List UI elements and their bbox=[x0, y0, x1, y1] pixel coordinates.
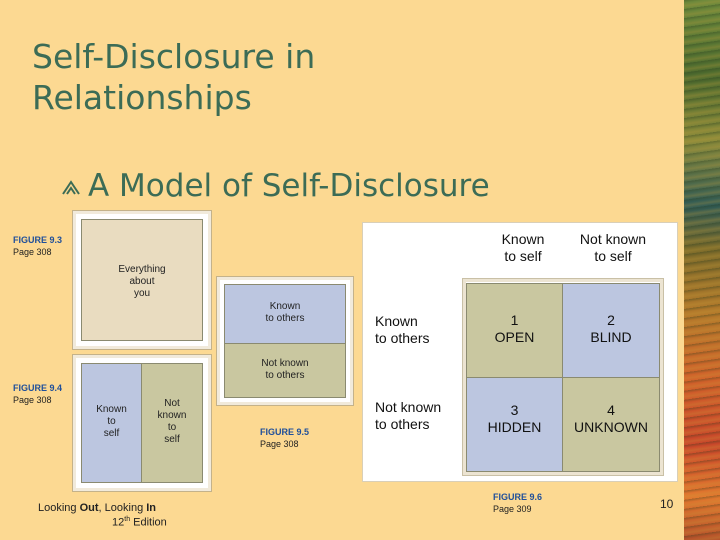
footer-edition: 12th Edition bbox=[112, 516, 167, 529]
f95-bottom-line-1: Not known bbox=[261, 358, 309, 369]
quadrant-1-name: OPEN bbox=[494, 329, 535, 345]
quadrant-unknown-text: 4 UNKNOWN bbox=[563, 402, 659, 436]
col-header-1-line-1: Known bbox=[501, 231, 545, 247]
edition-word: Edition bbox=[130, 516, 167, 529]
footer-in: In bbox=[146, 502, 157, 514]
row-header-1-line-2: to others bbox=[375, 330, 430, 346]
quadrant-2-number: 2 bbox=[607, 312, 615, 328]
col-header-known-to-self: Known to self bbox=[473, 231, 573, 265]
footer-book-title: Looking Out, Looking In bbox=[38, 502, 156, 515]
footer-middle: , Looking bbox=[98, 502, 147, 514]
f94-right-line-3: to bbox=[167, 422, 177, 433]
f95-top-line-2: to others bbox=[265, 313, 305, 324]
figure-9-4-page: Page 308 bbox=[13, 395, 52, 405]
row-header-1-line-1: Known bbox=[375, 313, 418, 329]
known-to-self-text: Known to self bbox=[82, 404, 141, 440]
f94-right-line-4: self bbox=[164, 434, 180, 445]
bullet-point: A Model of Self-Disclosure bbox=[62, 168, 490, 204]
f94-left-line-2: to bbox=[107, 416, 116, 427]
footer-out: Out bbox=[79, 502, 99, 514]
quadrant-4-number: 4 bbox=[607, 402, 615, 418]
slide-title: Self-Disclosure in Relationships bbox=[32, 37, 316, 117]
quadrant-3-name: HIDDEN bbox=[487, 419, 542, 435]
figure-9-5-title: FIGURE 9.5 bbox=[260, 427, 310, 437]
col-header-2-line-2: to self bbox=[594, 248, 632, 264]
known-to-others-box: Known to others bbox=[224, 284, 346, 344]
quadrant-frame bbox=[462, 278, 664, 476]
f94-left-line-1: Known bbox=[96, 404, 127, 415]
figure-9-3-diagram: Everything about you bbox=[72, 210, 212, 350]
quadrant-2-name: BLIND bbox=[590, 329, 632, 345]
not-known-to-self-box: Not known to self bbox=[141, 363, 203, 483]
everything-about-you-text: Everything about you bbox=[82, 264, 202, 300]
f95-bottom-line-2: to others bbox=[265, 370, 305, 381]
figure-9-4-diagram: Known to self Not known to self bbox=[72, 354, 212, 492]
johari-window-diagram: Known to self Not known to self Known to… bbox=[362, 222, 678, 482]
not-known-to-others-text: Not known to others bbox=[225, 358, 345, 382]
f94-right-line-2: known bbox=[157, 410, 187, 421]
figure-9-5-diagram: Known to others Not known to others bbox=[216, 276, 354, 406]
row-header-2-line-1: Not known bbox=[375, 399, 442, 415]
quadrant-blind-text: 2 BLIND bbox=[563, 312, 659, 346]
edition-suffix: th bbox=[124, 516, 131, 523]
quadrant-open-text: 1 OPEN bbox=[467, 312, 562, 346]
footer-prefix: Looking bbox=[38, 502, 80, 514]
col-header-1-line-2: to self bbox=[504, 248, 542, 264]
row-header-2-line-2: to others bbox=[375, 416, 430, 432]
quadrant-open: 1 OPEN bbox=[466, 283, 563, 378]
scroll-bullet-icon bbox=[62, 179, 80, 195]
quadrant-1-number: 1 bbox=[510, 312, 519, 328]
quadrant-hidden-text: 3 HIDDEN bbox=[467, 402, 562, 436]
f94-left-line-3: self bbox=[103, 428, 120, 439]
not-known-to-self-text: Not known to self bbox=[142, 398, 202, 446]
figure-9-4-title: FIGURE 9.4 bbox=[13, 383, 63, 393]
row-header-not-known-to-others: Not known to others bbox=[375, 399, 441, 433]
figure-9-3-label: FIGURE 9.3 Page 308 bbox=[13, 234, 62, 258]
known-to-self-box: Known to self bbox=[81, 363, 142, 483]
figure-9-4-label: FIGURE 9.4 Page 308 bbox=[13, 382, 62, 406]
col-header-not-known-to-self: Not known to self bbox=[558, 231, 668, 265]
col-header-2-line-1: Not known bbox=[579, 231, 647, 247]
figure-9-6-title: FIGURE 9.6 bbox=[493, 492, 543, 502]
quadrant-hidden: 3 HIDDEN bbox=[466, 377, 563, 472]
quadrant-3-number: 3 bbox=[510, 402, 519, 418]
quadrant-blind: 2 BLIND bbox=[562, 283, 660, 378]
figure-9-5-page: Page 308 bbox=[260, 439, 299, 449]
figure-9-3-title: FIGURE 9.3 bbox=[13, 235, 63, 245]
f95-top-line-1: Known bbox=[269, 301, 301, 312]
bullet-text: A Model of Self-Disclosure bbox=[88, 168, 490, 204]
f93-line-3: you bbox=[133, 288, 151, 299]
known-to-others-text: Known to others bbox=[225, 301, 345, 325]
f93-line-1: Everything bbox=[118, 264, 166, 275]
row-header-known-to-others: Known to others bbox=[375, 313, 429, 347]
everything-about-you-box: Everything about you bbox=[81, 219, 203, 341]
decorative-texture-strip bbox=[684, 0, 720, 540]
figure-9-5-label: FIGURE 9.5 Page 308 bbox=[260, 426, 309, 450]
quadrant-unknown: 4 UNKNOWN bbox=[562, 377, 660, 472]
figure-9-3-page: Page 308 bbox=[13, 247, 52, 257]
quadrant-4-name: UNKNOWN bbox=[574, 419, 648, 435]
f94-right-line-1: Not bbox=[164, 398, 180, 409]
edition-number: 12 bbox=[112, 516, 125, 529]
figure-9-6-label: FIGURE 9.6 Page 309 bbox=[493, 491, 542, 515]
figure-9-6-page: Page 309 bbox=[493, 504, 532, 514]
not-known-to-others-box: Not known to others bbox=[224, 343, 346, 398]
page-number: 10 bbox=[660, 497, 674, 511]
f93-line-2: about bbox=[129, 276, 155, 287]
